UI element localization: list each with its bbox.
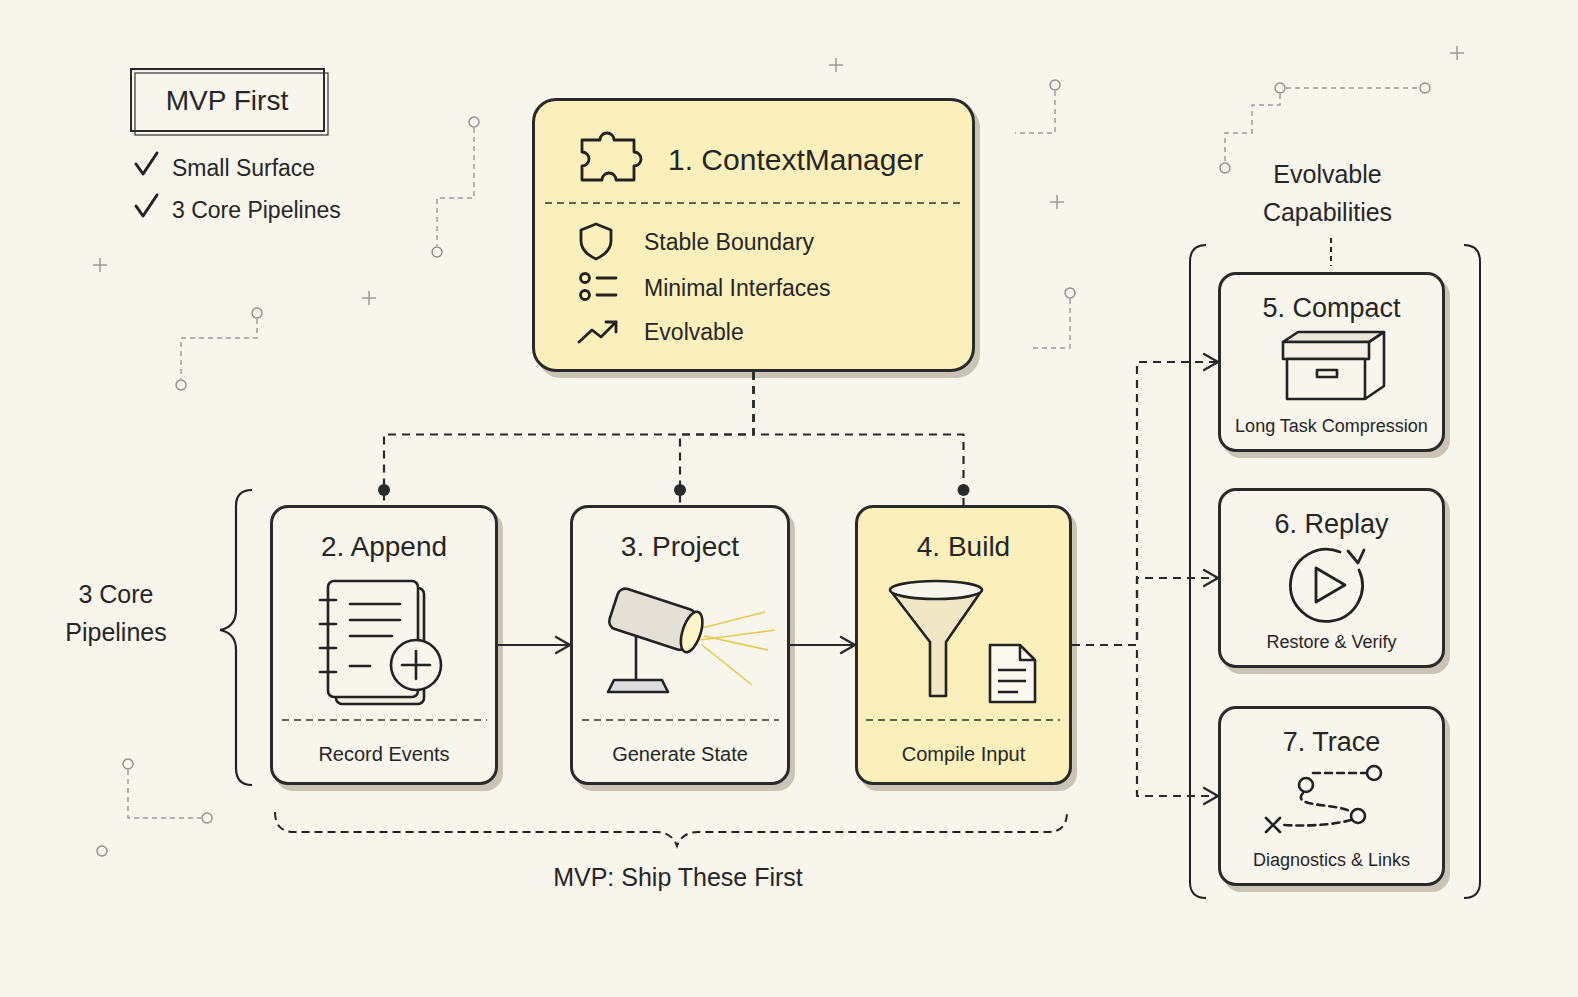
node-text: Diagnostics & Links: [1221, 849, 1442, 872]
pipeline-box: 3. ProjectGenerate State: [570, 505, 790, 785]
node-title: 4. Build: [858, 529, 1069, 564]
stamp-box: MVP First: [130, 68, 325, 132]
connector: [674, 372, 754, 505]
connector-line: [498, 644, 570, 646]
connector: [378, 372, 754, 505]
connector-dot: [378, 484, 390, 496]
checkmark: [136, 153, 157, 216]
group-label: MVP: Ship These First: [478, 858, 878, 896]
node-title: 6. Replay: [1221, 507, 1442, 541]
manager-box: 1. ContextManagerStable BoundaryMinimal …: [532, 98, 975, 372]
connector: [1072, 645, 1218, 804]
bottom-brace: [275, 812, 1067, 846]
capability-box: 6. ReplayRestore & Verify: [1218, 488, 1445, 668]
node-text: Minimal Interfaces: [644, 274, 944, 303]
connector-line: [1072, 578, 1218, 645]
arrow-head: [841, 637, 855, 653]
checklist-item: 3 Core Pipelines: [172, 193, 392, 228]
connector: [498, 637, 570, 653]
node-title: 2. Append: [273, 529, 495, 564]
connector-line: [384, 372, 754, 505]
group-label: 3 Core Pipelines: [52, 575, 180, 651]
connector-line: [1072, 362, 1218, 645]
right-group-bracket: [1464, 245, 1480, 898]
node-text: Compile Input: [858, 742, 1069, 767]
node-text: Generate State: [573, 742, 787, 767]
connector: [1072, 354, 1218, 645]
connector: [1072, 570, 1218, 645]
checklist-item: Small Surface: [172, 151, 392, 186]
group-label: Evolvable Capabilities: [1240, 155, 1415, 231]
node-title: 7. Trace: [1221, 725, 1442, 759]
arrow-head: [1204, 788, 1218, 804]
node-title: 5. Compact: [1221, 291, 1442, 325]
arrow-head: [1204, 354, 1218, 370]
connector-line: [680, 372, 754, 505]
node-text: Long Task Compression: [1221, 415, 1442, 438]
left-brace: [220, 490, 252, 785]
node-title: 3. Project: [573, 529, 787, 564]
node-text: Stable Boundary: [644, 228, 944, 257]
connector: [754, 372, 970, 505]
connector-dot: [958, 484, 970, 496]
leader-line: [1330, 238, 1332, 266]
node-text: Record Events: [273, 742, 495, 767]
pipeline-box: 2. AppendRecord Events: [270, 505, 498, 785]
capability-box: 7. TraceDiagnostics & Links: [1218, 706, 1445, 886]
right-group-bracket: [1190, 245, 1206, 898]
pipeline-box: 4. BuildCompile Input: [855, 505, 1072, 785]
connector-dot: [674, 484, 686, 496]
connector-line: [790, 644, 855, 646]
connector-line: [754, 372, 964, 505]
node-title: 1. ContextManager: [668, 141, 968, 179]
arrow-head: [1204, 570, 1218, 586]
node-text: Evolvable: [644, 318, 944, 347]
node-title: MVP First: [132, 83, 322, 118]
connector: [790, 637, 855, 653]
node-text: Restore & Verify: [1221, 631, 1442, 654]
arrow-head: [556, 637, 570, 653]
capability-box: 5. CompactLong Task Compression: [1218, 272, 1445, 452]
connector-line: [1072, 645, 1218, 796]
